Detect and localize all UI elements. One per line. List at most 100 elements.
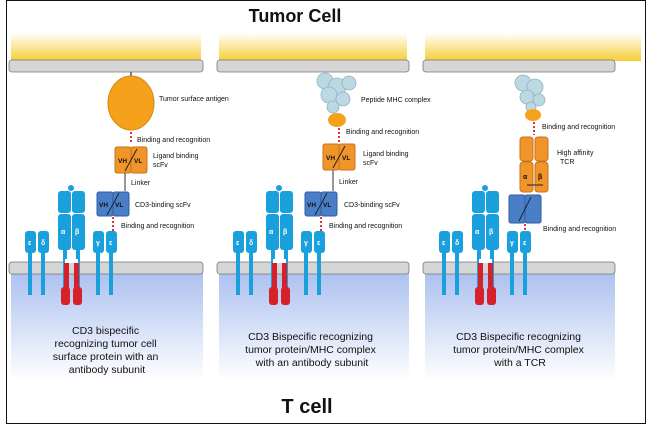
antigen-label: Tumor surface antigen <box>159 96 229 103</box>
cd3-epsilon-left-stalk <box>236 253 240 295</box>
cd3-scfv-link <box>314 192 328 216</box>
t-cell-membrane <box>422 261 616 275</box>
cd3-gamma <box>301 231 312 253</box>
zeta-chain-left <box>64 263 69 303</box>
high-affinity-tcr: α β <box>519 136 549 193</box>
zeta-chain-left <box>272 263 277 303</box>
cd3-gamma-stalk <box>304 253 308 295</box>
tcr-alpha-label: α <box>61 229 66 236</box>
tcr-top-dot <box>276 185 282 191</box>
tcr-cd3-complex: α β ε δ γ ε <box>439 185 531 305</box>
cd3-epsilon-left-label: ε <box>236 240 240 247</box>
tcr-label-1: High affinity <box>557 150 594 157</box>
panel-2-description-line-3: with an antibody subunit <box>255 357 369 369</box>
cd3-delta-stalk <box>455 253 459 295</box>
tcr-alpha-upper <box>266 191 279 213</box>
cd3-vh-label: VH <box>99 202 108 209</box>
zeta-link <box>273 259 286 263</box>
tcr-beta-lower <box>280 214 293 250</box>
cd3-gamma-stalk <box>96 253 100 295</box>
htcr-alpha-upper <box>519 136 534 162</box>
ligand-label-2: scFv <box>153 162 168 169</box>
mhc-lobe-4 <box>532 93 546 107</box>
htcr-beta-upper <box>534 136 549 162</box>
panel-3-description-line-3: with a TCR <box>493 357 546 369</box>
diagram-frame: Tumor Cell T cell Tumor surface antigen … <box>6 0 646 424</box>
cd3-delta-label: δ <box>249 240 253 247</box>
tumor-membrane <box>8 59 204 73</box>
tcr-beta-label: β <box>283 229 288 236</box>
zeta-itam-left <box>475 287 484 305</box>
zeta-chain-left <box>478 263 483 303</box>
mhc-lobe-5 <box>335 91 351 107</box>
cd3-epsilon-right <box>314 231 325 253</box>
binding-label-top: Binding and recognition <box>346 129 419 136</box>
cd3-gamma-label: γ <box>304 240 308 247</box>
tcr-alpha-label: α <box>475 229 480 236</box>
antigen-label: Peptide MHC complex <box>361 97 431 104</box>
zeta-link <box>65 259 78 263</box>
cd3-gamma <box>93 231 104 253</box>
zeta-link <box>479 259 492 263</box>
htcr-alpha-label: α <box>523 174 528 181</box>
diagram-canvas: Tumor Cell T cell Tumor surface antigen … <box>8 6 641 418</box>
panel-3-description-line-1: CD3 Bispecific recognizing <box>456 331 581 343</box>
tcr-alpha-upper <box>472 191 485 213</box>
cd3-gamma <box>507 231 518 253</box>
cd3-epsilon-left-stalk <box>28 253 32 295</box>
tumor-membrane-band <box>219 33 407 61</box>
tcr-cd3-complex: α β ε δ γ ε <box>25 185 117 305</box>
tcr-top-dot <box>482 185 488 191</box>
cd3-epsilon-left <box>25 231 36 253</box>
tumor-membrane <box>216 59 410 73</box>
panel-1: Tumor surface antigen Binding and recogn… <box>8 33 229 381</box>
ligand-vl-label: VL <box>134 158 142 165</box>
zeta-itam-left <box>61 287 70 305</box>
cd3-scfv-link <box>518 196 532 222</box>
cd3-delta <box>38 231 49 253</box>
cd3-epsilon-left <box>439 231 450 253</box>
binding-label-top: Binding and recognition <box>542 124 615 131</box>
cd3-vl-label: VL <box>115 202 123 209</box>
cd3-epsilon-right-stalk <box>317 253 321 295</box>
panel-2: Peptide MHC complex Binding and recognit… <box>216 33 431 381</box>
panel-2-description-line-2: tumor protein/MHC complex <box>245 344 376 356</box>
panel-3: Binding and recognition α β High affinit… <box>422 33 641 381</box>
htcr-beta-label: β <box>538 174 543 181</box>
t-cell-title: T cell <box>281 396 332 418</box>
ligand-vh-label: VH <box>118 158 127 165</box>
cd3-vl-label: VL <box>323 202 331 209</box>
cd3-scfv-link <box>106 192 120 216</box>
panel-1-description-line-2: recognizing tumor cell <box>54 338 156 350</box>
tcr-beta-lower <box>72 214 85 250</box>
mhc-complex <box>514 74 546 113</box>
tcr-beta-upper <box>486 191 499 213</box>
cd3-gamma-label: γ <box>96 240 100 247</box>
cd3-epsilon-right-stalk <box>523 253 527 295</box>
cd3-scfv-label: CD3-binding scFv <box>344 202 400 209</box>
ligand-label-1: Ligand binding <box>363 151 409 158</box>
cd3-epsilon-right <box>520 231 531 253</box>
tumor-membrane-band <box>11 33 201 61</box>
panel-1-description-line-1: CD3 bispecific <box>72 325 139 337</box>
panel-3-description-line-2: tumor protein/MHC complex <box>453 344 584 356</box>
cd3-epsilon-left-stalk <box>442 253 446 295</box>
tumor-antigen-blob <box>107 75 155 131</box>
mhc-lobe-3 <box>341 75 357 91</box>
tcr-label-2: TCR <box>560 159 574 166</box>
cd3-epsilon-right <box>106 231 117 253</box>
tcr-beta-upper <box>280 191 293 213</box>
zeta-itam-left <box>269 287 278 305</box>
peptide-blob <box>525 109 541 121</box>
ligand-label-2: scFv <box>363 160 378 167</box>
cd3-gamma-label: γ <box>510 240 514 247</box>
cd3-delta-stalk <box>41 253 45 295</box>
panel-1-description-line-3: surface protein with an <box>53 351 159 363</box>
cd3-epsilon-right-label: ε <box>317 240 321 247</box>
panel-2-description: CD3 Bispecific recognizing tumor protein… <box>245 331 379 369</box>
linker-label: Linker <box>131 180 151 187</box>
cd3-delta-label: δ <box>41 240 45 247</box>
ligand-vh-label: VH <box>326 155 335 162</box>
zeta-chain-right <box>488 263 493 303</box>
zeta-chain-right <box>74 263 79 303</box>
